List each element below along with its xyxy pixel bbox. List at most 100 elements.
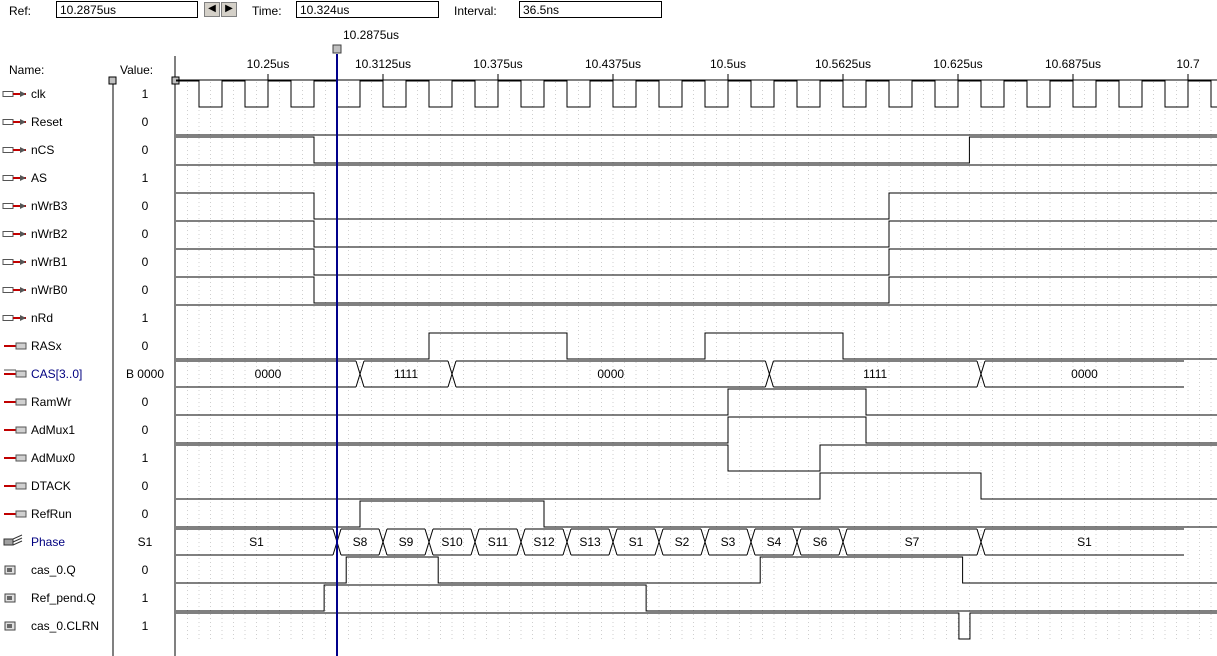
bus-transition <box>976 528 986 556</box>
signal-name: nCS <box>31 143 54 157</box>
ruler-tick-label: 10.625us <box>933 57 982 71</box>
signal-waveform <box>176 584 1217 612</box>
signal-waveform <box>176 136 1217 164</box>
signal-row[interactable]: AdMux1 0 <box>4 416 1217 444</box>
ruler-tick-label: 10.7 <box>1176 57 1200 71</box>
arrow-left-icon: ◀ <box>208 3 216 14</box>
timeline-ruler: 10.25us 10.3125us 10.375us 10.4375us 10.5us 1… <box>176 57 1217 81</box>
bit-trace <box>176 500 1217 528</box>
bus-transition <box>654 528 664 556</box>
signal-waveform <box>176 556 1217 584</box>
ruler-tick-label: 10.4375us <box>585 57 641 71</box>
input-pin-icon <box>2 287 26 293</box>
ruler-tick-label: 10.375us <box>473 57 522 71</box>
signal-value: 0 <box>142 423 149 437</box>
signal-waveform <box>176 332 1217 360</box>
bit-trace <box>176 248 1217 276</box>
signal-row[interactable]: Reset 0 <box>2 115 1217 136</box>
bus-transition <box>562 528 572 556</box>
bus-segment-label: S3 <box>721 535 736 549</box>
state-machine-icon <box>3 534 23 546</box>
next-transition-button[interactable]: ▶ <box>221 2 237 17</box>
signal-row[interactable]: AdMux0 1 <box>4 444 1217 472</box>
signal-name: nWrB3 <box>31 199 68 213</box>
cursor-handle[interactable] <box>332 44 342 54</box>
bus-transition <box>838 528 848 556</box>
bus-segment-label: S1 <box>1077 535 1092 549</box>
bit-trace <box>176 556 1217 584</box>
signal-row[interactable]: DTACK 0 <box>4 472 1217 500</box>
input-pin-icon <box>2 203 26 209</box>
bus-transition <box>764 360 774 388</box>
signal-value: 0 <box>142 479 149 493</box>
arrow-right-icon: ▶ <box>225 3 233 14</box>
signal-name: Phase <box>31 535 65 549</box>
bit-trace <box>176 220 1217 248</box>
signal-name: RefRun <box>31 507 72 521</box>
ruler-tick-label: 10.3125us <box>355 57 411 71</box>
input-pin-icon <box>2 147 26 153</box>
interval-field[interactable]: 36.5ns <box>519 1 662 18</box>
interval-label: Interval: <box>454 4 497 18</box>
ruler-tick-label: 10.5625us <box>815 57 871 71</box>
signal-name: nWrB1 <box>31 255 68 269</box>
input-pin-icon <box>2 91 26 97</box>
bus-output-pin-icon <box>4 369 27 378</box>
ruler-tick-label: 10.5us <box>710 57 746 71</box>
signal-value: 0 <box>142 115 149 129</box>
ruler-tick-label: 10.25us <box>247 57 290 71</box>
signal-name: AdMux0 <box>31 451 75 465</box>
signal-name: RamWr <box>31 395 71 409</box>
signal-name: Ref_pend.Q <box>31 591 96 605</box>
signal-value: 1 <box>142 451 149 465</box>
bus-transition <box>700 528 710 556</box>
signal-name: Reset <box>31 115 63 129</box>
signal-waveform <box>176 388 1217 416</box>
signal-waveform <box>176 192 1217 220</box>
toolbar: Ref: 10.2875us ◀ ▶ Time: 10.324us Interv… <box>0 0 1217 24</box>
signal-value: 1 <box>142 171 149 185</box>
bus-segment-label: S1 <box>249 535 264 549</box>
signal-value: 0 <box>142 199 149 213</box>
signal-name: AdMux1 <box>31 423 75 437</box>
signal-row[interactable]: nWrB3 0 <box>2 192 1217 220</box>
prev-transition-button[interactable]: ◀ <box>204 2 220 17</box>
signal-name: nRd <box>31 311 53 325</box>
signal-name: CAS[3..0] <box>31 367 82 381</box>
column-resize-handle[interactable] <box>108 76 117 85</box>
signal-name: DTACK <box>31 479 71 493</box>
signal-waveform <box>176 444 1217 472</box>
bit-trace <box>176 332 1217 360</box>
signal-name: cas_0.CLRN <box>31 619 99 633</box>
signal-waveform <box>176 80 1217 108</box>
signal-waveform <box>176 416 1217 444</box>
output-pin-icon <box>4 342 27 350</box>
signal-row[interactable]: nCS 0 <box>2 136 1217 164</box>
input-pin-icon <box>2 231 26 237</box>
reference-cursor[interactable]: 10.2875us <box>332 28 399 656</box>
signal-value: 0 <box>142 143 149 157</box>
time-field[interactable]: 10.324us <box>296 1 439 18</box>
bit-trace <box>176 192 1217 220</box>
bus-transition <box>976 360 986 388</box>
ref-field[interactable]: 10.2875us <box>56 1 198 18</box>
ref-label: Ref: <box>9 4 32 18</box>
bus-transition <box>355 360 365 388</box>
